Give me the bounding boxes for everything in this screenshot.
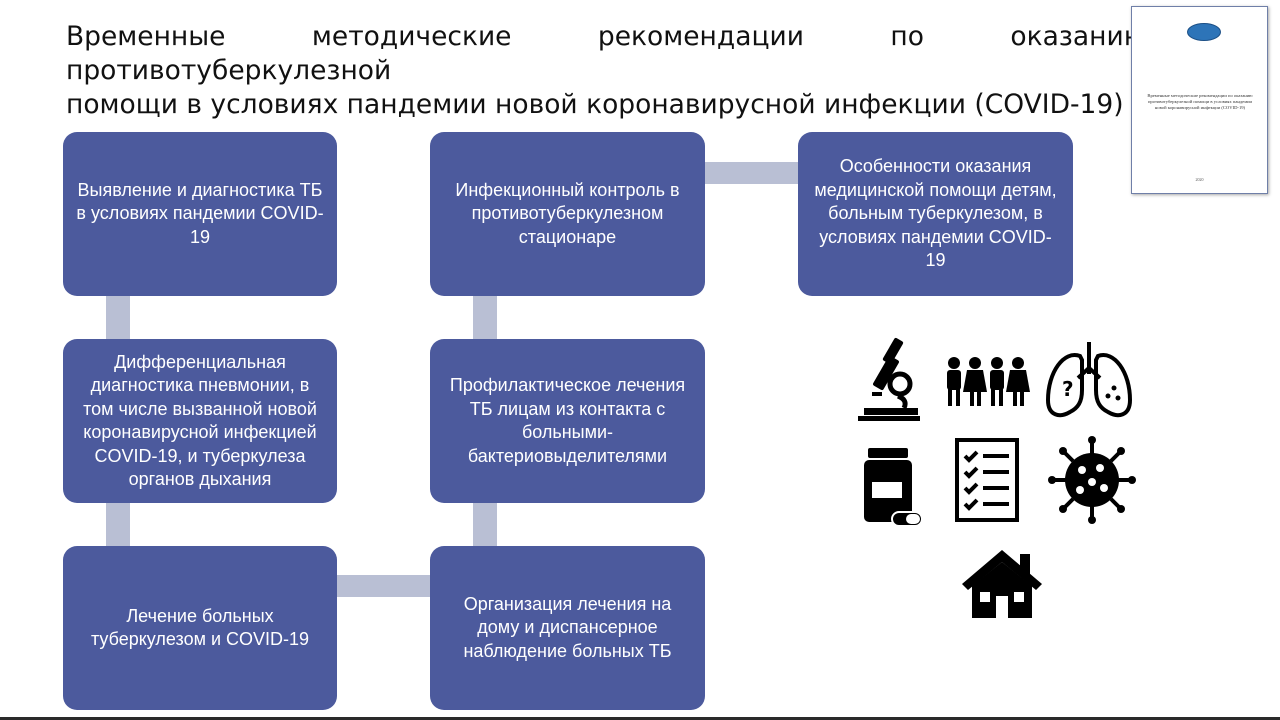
- box-children: Особенности оказания медицинской помощи …: [798, 132, 1073, 296]
- lungs-icon: ?: [1045, 342, 1133, 418]
- box-differential-text: Дифференциальная диагностика пневмонии, …: [83, 351, 317, 490]
- connector-detection-differential: [106, 296, 130, 339]
- slide-title-line2: помощи в условиях пандемии новой коронав…: [66, 89, 1124, 120]
- connector-differential-treatment: [106, 503, 130, 546]
- medicine-bottle-icon: [864, 448, 922, 527]
- people-icon: [947, 357, 1030, 406]
- box-detection: Выявление и диагностика ТБ в условиях па…: [63, 132, 337, 296]
- house-icon: [962, 550, 1042, 618]
- bottom-border: [0, 717, 1280, 720]
- box-children-text: Особенности оказания медицинской помощи …: [814, 156, 1057, 271]
- document-thumbnail-year: 2020: [1195, 177, 1204, 182]
- box-home-treatment-text: Организация лечения на дому и диспансерн…: [463, 593, 672, 661]
- microscope-icon: [858, 337, 920, 421]
- box-infection-control: Инфекционный контроль в противотуберкуле…: [430, 132, 705, 296]
- box-prophylaxis-text: Профилактическое лечения ТБ лицам из кон…: [449, 375, 686, 466]
- box-treatment-text: Лечение больных туберкулезом и COVID-19: [90, 605, 310, 650]
- virus-icon: [1048, 436, 1136, 524]
- box-infection-control-text: Инфекционный контроль в противотуберкуле…: [455, 179, 680, 247]
- box-treatment: Лечение больных туберкулезом и COVID-19: [63, 546, 337, 710]
- box-prophylaxis: Профилактическое лечения ТБ лицам из кон…: [430, 339, 705, 503]
- connector-home-prophylaxis: [473, 503, 497, 546]
- document-thumbnail: Временные методические рекомендации по о…: [1131, 6, 1268, 194]
- box-differential: Дифференциальная диагностика пневмонии, …: [63, 339, 337, 503]
- document-thumbnail-text: Временные методические рекомендации по о…: [1147, 93, 1253, 110]
- box-detection-text: Выявление и диагностика ТБ в условиях па…: [76, 179, 324, 247]
- box-home-treatment: Организация лечения на дому и диспансерн…: [430, 546, 705, 710]
- checklist-icon: [955, 438, 1019, 522]
- connector-infection-children: [705, 162, 798, 184]
- logo-icon: [1187, 23, 1221, 41]
- slide-title: Временные методические рекомендации по о…: [66, 20, 1146, 122]
- svg-text:?: ?: [1062, 377, 1074, 401]
- connector-prophylaxis-infection: [473, 296, 497, 339]
- connector-treatment-home: [337, 575, 430, 597]
- slide-title-line1: Временные методические рекомендации по о…: [66, 21, 1146, 86]
